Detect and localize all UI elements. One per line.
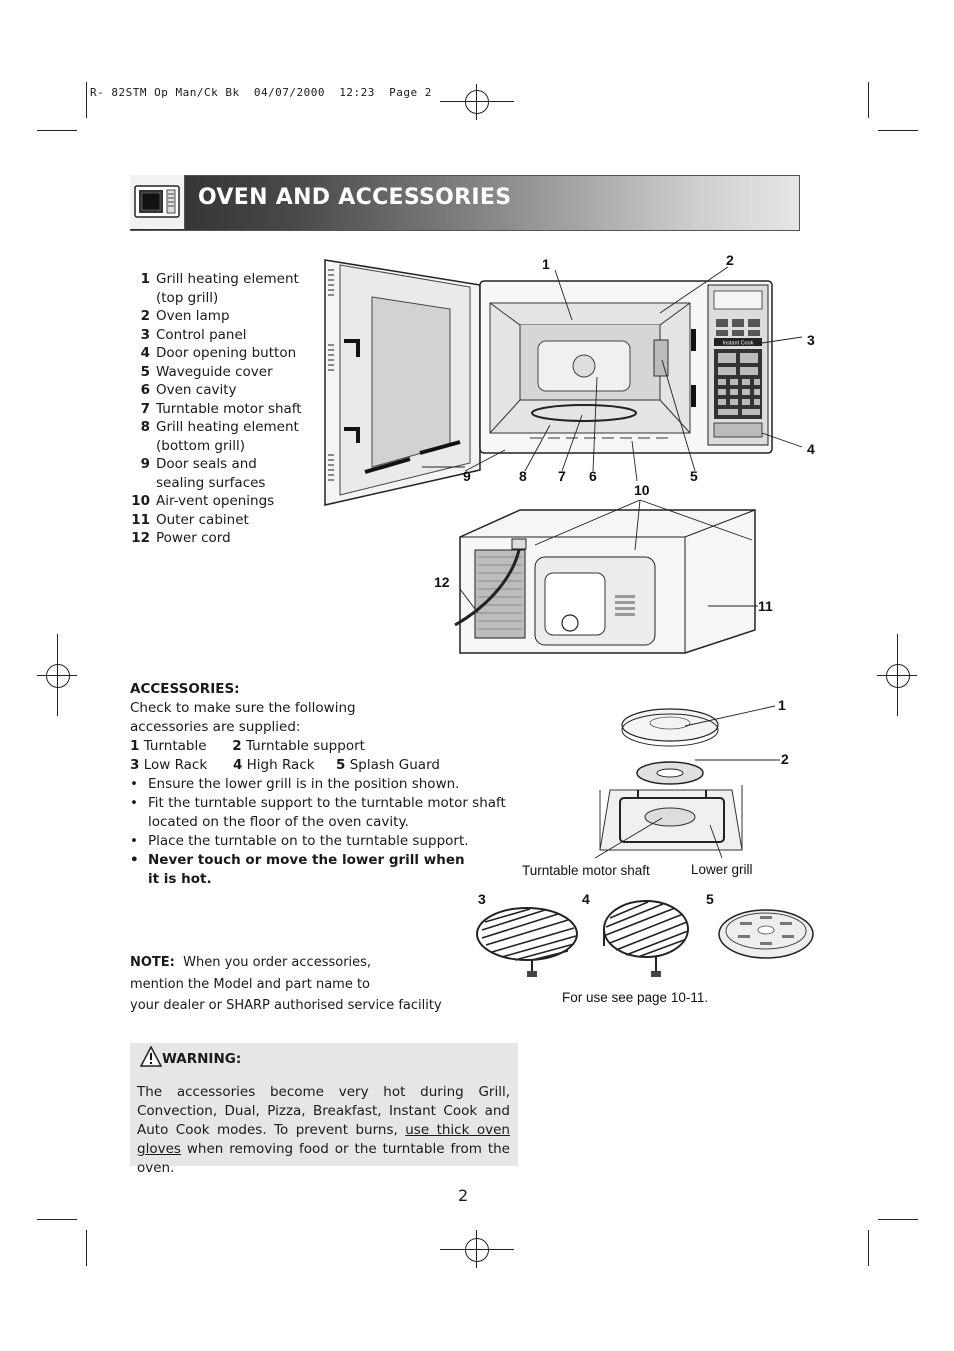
callout-8: 8 [519, 468, 527, 484]
list-item-warning: •Never touch or move the lower grill whe… [130, 852, 465, 887]
callout-10: 10 [634, 482, 650, 498]
accessories-heading: ACCESSORIES: [130, 681, 240, 697]
open-oven-diagram: Instant Cook 1 2 3 4 5 6 7 8 9 10 [324, 252, 815, 506]
warning-box [130, 1043, 518, 1166]
turntable-motor-shaft-label: Turntable motor shaft [522, 863, 650, 878]
callout-2: 2 [726, 252, 734, 268]
section-header-bar [130, 175, 800, 231]
for-use-caption: For use see page 10-11. [562, 990, 708, 1005]
page-title: OVEN AND ACCESSORIES [198, 185, 512, 210]
high-rack [603, 900, 689, 977]
callout-high-rack: 4 [582, 891, 590, 907]
accessories-items-row-1: 1 Turntable 2 Turntable support [130, 738, 365, 754]
callout-low-rack: 3 [478, 891, 486, 907]
splash-guard [718, 909, 814, 959]
list-item: •Place the turntable on to the turntable… [130, 833, 469, 849]
note-block: NOTE: When you order accessories, mentio… [130, 955, 442, 1013]
warning-title: WARNING: [162, 1051, 242, 1067]
header-icon-cell [130, 175, 185, 229]
rear-oven-diagram: 12 11 [434, 499, 773, 654]
list-item: •Ensure the lower grill is in the positi… [130, 776, 460, 792]
callout-11: 11 [758, 598, 773, 614]
warning-icon [140, 1046, 162, 1067]
microwave-icon [134, 185, 180, 218]
print-slug: R- 82STM Op Man/Ck Bk 04/07/2000 12:23 P… [90, 86, 432, 99]
low-rack [476, 907, 578, 977]
note-label: NOTE: [130, 955, 175, 970]
callout-6: 6 [589, 468, 597, 484]
callout-5: 5 [690, 468, 698, 484]
warning-body: The accessories become very hot during G… [137, 1084, 510, 1176]
page-number: 2 [458, 1186, 469, 1205]
callout-turntable-support: 2 [781, 751, 789, 767]
callout-splash-guard: 5 [706, 891, 714, 907]
callout-4: 4 [807, 441, 815, 457]
callout-3: 3 [807, 332, 815, 348]
accessories-items-row-2: 3 Low Rack 4 High Rack 5 Splash Guard [130, 757, 440, 773]
callout-12: 12 [434, 574, 450, 590]
callout-turntable: 1 [778, 697, 786, 713]
callout-1: 1 [542, 256, 550, 272]
control-panel-label: Instant Cook [723, 341, 754, 347]
accessories-section: ACCESSORIES: Check to make sure the foll… [130, 680, 520, 889]
accessories-intro: Check to make sure the following accesso… [130, 700, 356, 735]
lower-grill-label: Lower grill [691, 862, 753, 877]
callout-9: 9 [463, 468, 471, 484]
list-item: •Fit the turntable support to the turnta… [130, 795, 506, 830]
accessories-diagram: 1 2 3 4 5 Turntable motor shaft Lower gr… [476, 697, 814, 1005]
callout-7: 7 [558, 468, 566, 484]
